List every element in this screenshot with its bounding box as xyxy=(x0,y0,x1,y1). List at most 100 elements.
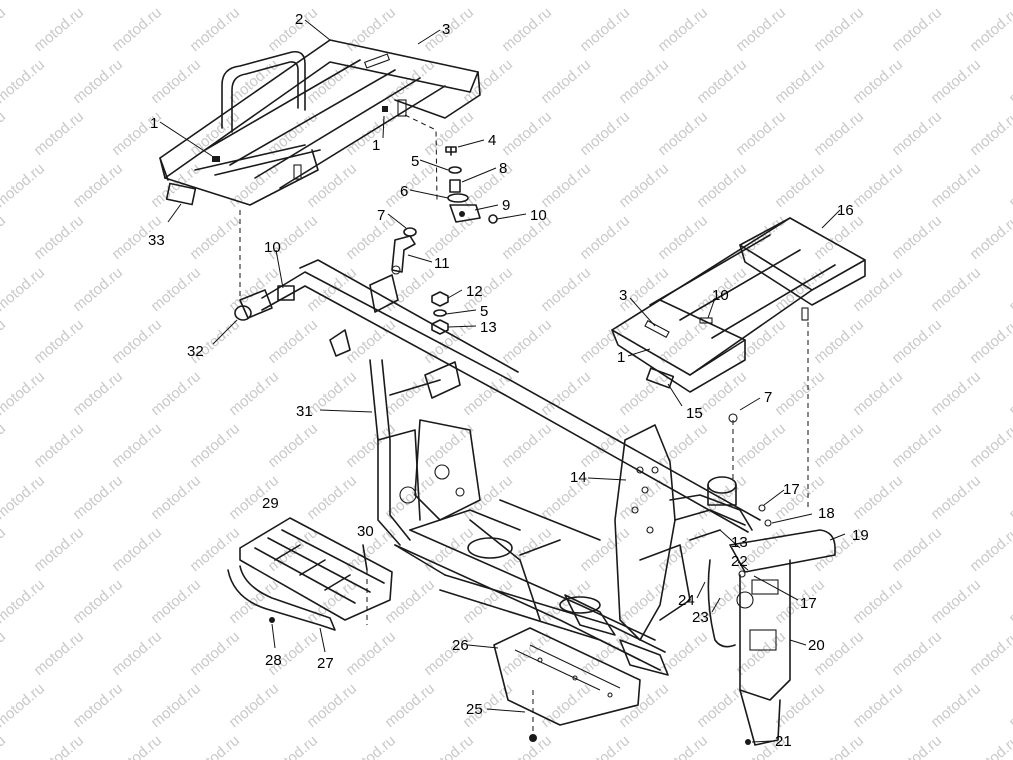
watermark-text: motod.ru xyxy=(694,680,750,731)
watermark-text: motod.ru xyxy=(148,56,204,107)
watermark-text: motod.ru xyxy=(226,680,282,731)
watermark-text: motod.ru xyxy=(889,316,945,367)
watermark-text: motod.ru xyxy=(226,0,282,3)
watermark-text: motod.ru xyxy=(577,4,633,55)
front-rack xyxy=(611,217,866,393)
watermark-text: motod.ru xyxy=(343,628,399,679)
watermark-text: motod.ru xyxy=(772,56,828,107)
watermark-text: motod.ru xyxy=(148,264,204,315)
callout-22: 22 xyxy=(731,553,748,570)
watermark-text: motod.ru xyxy=(0,316,9,367)
watermark-text: motod.ru xyxy=(928,472,984,523)
callout-26: 26 xyxy=(452,637,469,654)
watermark-text: motod.ru xyxy=(226,368,282,419)
watermark-text: motod.ru xyxy=(616,160,672,211)
callout-24: 24 xyxy=(678,592,695,609)
watermark-text: motod.ru xyxy=(967,420,1013,471)
watermark-text: motod.ru xyxy=(226,264,282,315)
watermark-text: motod.ru xyxy=(811,420,867,471)
watermark-text: motod.ru xyxy=(109,732,165,760)
watermark-text: motod.ru xyxy=(1006,160,1013,211)
watermark-text: motod.ru xyxy=(733,108,789,159)
watermark-text: motod.ru xyxy=(928,56,984,107)
watermark-text: motod.ru xyxy=(850,264,906,315)
watermark-text: motod.ru xyxy=(0,4,9,55)
watermark-text: motod.ru xyxy=(31,524,87,575)
watermark-text: motod.ru xyxy=(889,4,945,55)
watermark-text: motod.ru xyxy=(538,264,594,315)
watermark-text: motod.ru xyxy=(70,264,126,315)
watermark-text: motod.ru xyxy=(928,160,984,211)
watermark-text: motod.ru xyxy=(928,368,984,419)
watermark-text: motod.ru xyxy=(967,524,1013,575)
watermark-text: motod.ru xyxy=(850,680,906,731)
watermark-text: motod.ru xyxy=(811,4,867,55)
callout-14: 14 xyxy=(570,469,587,486)
footrest xyxy=(227,517,393,631)
callout-10-c: 10 xyxy=(712,287,729,304)
watermark-text: motod.ru xyxy=(0,108,9,159)
watermark-text: motod.ru xyxy=(460,56,516,107)
callout-4: 4 xyxy=(488,132,496,149)
watermark-text: motod.ru xyxy=(889,108,945,159)
watermark-text: motod.ru xyxy=(928,576,984,627)
callout-19: 19 xyxy=(852,527,869,544)
watermark-text: motod.ru xyxy=(421,420,477,471)
watermark-text: motod.ru xyxy=(304,680,360,731)
watermark-text: motod.ru xyxy=(304,56,360,107)
watermark-text: motod.ru xyxy=(148,0,204,3)
watermark-text: motod.ru xyxy=(889,212,945,263)
callout-13-b: 13 xyxy=(731,534,748,551)
watermark-text: motod.ru xyxy=(1006,576,1013,627)
callout-1-b: 1 xyxy=(372,137,380,154)
watermark-text: motod.ru xyxy=(655,628,711,679)
watermark-text: motod.ru xyxy=(343,316,399,367)
watermark-text: motod.ru xyxy=(0,368,48,419)
callout-30: 30 xyxy=(357,523,374,540)
watermark-text: motod.ru xyxy=(343,732,399,760)
callout-9: 9 xyxy=(502,197,510,214)
skid-plate xyxy=(493,627,641,742)
watermark-text: motod.ru xyxy=(499,732,555,760)
watermark-text: motod.ru xyxy=(655,212,711,263)
watermark-text: motod.ru xyxy=(616,368,672,419)
callout-27: 27 xyxy=(317,655,334,672)
watermark-text: motod.ru xyxy=(616,680,672,731)
watermark-text: motod.ru xyxy=(850,0,906,3)
watermark-text: motod.ru xyxy=(187,420,243,471)
watermark-text: motod.ru xyxy=(850,472,906,523)
watermark-text: motod.ru xyxy=(733,316,789,367)
watermark-text: motod.ru xyxy=(577,732,633,760)
watermark-text: motod.ru xyxy=(850,160,906,211)
callout-29: 29 xyxy=(262,495,279,512)
assembly-lines xyxy=(239,114,809,735)
watermark-text: motod.ru xyxy=(109,420,165,471)
watermark-text: motod.ru xyxy=(382,160,438,211)
watermark-text: motod.ru xyxy=(70,56,126,107)
watermark-text: motod.ru xyxy=(0,628,9,679)
callout-31: 31 xyxy=(296,403,313,420)
watermark-text: motod.ru xyxy=(31,4,87,55)
watermark-text: motod.ru xyxy=(382,56,438,107)
watermark-text: motod.ru xyxy=(187,524,243,575)
callout-5-b: 5 xyxy=(480,303,488,320)
watermark-text: motod.ru xyxy=(928,0,984,3)
watermark-text: motod.ru xyxy=(460,576,516,627)
watermark-text: motod.ru xyxy=(928,264,984,315)
watermark-text: motod.ru xyxy=(70,576,126,627)
watermark-text: motod.ru xyxy=(733,628,789,679)
watermark-text: motod.ru xyxy=(382,0,438,3)
watermark-text: motod.ru xyxy=(382,264,438,315)
watermark-text: motod.ru xyxy=(577,524,633,575)
watermark-text: motod.ru xyxy=(967,628,1013,679)
watermark-text: motod.ru xyxy=(31,420,87,471)
watermark-text: motod.ru xyxy=(538,0,594,3)
watermark-text: motod.ru xyxy=(0,160,48,211)
callout-7-a: 7 xyxy=(377,207,385,224)
watermark-text: motod.ru xyxy=(0,472,48,523)
watermark-text: motod.ru xyxy=(655,732,711,760)
callout-1-c: 1 xyxy=(617,349,625,366)
watermark-text: motod.ru xyxy=(0,56,48,107)
watermark-text: motod.ru xyxy=(421,732,477,760)
